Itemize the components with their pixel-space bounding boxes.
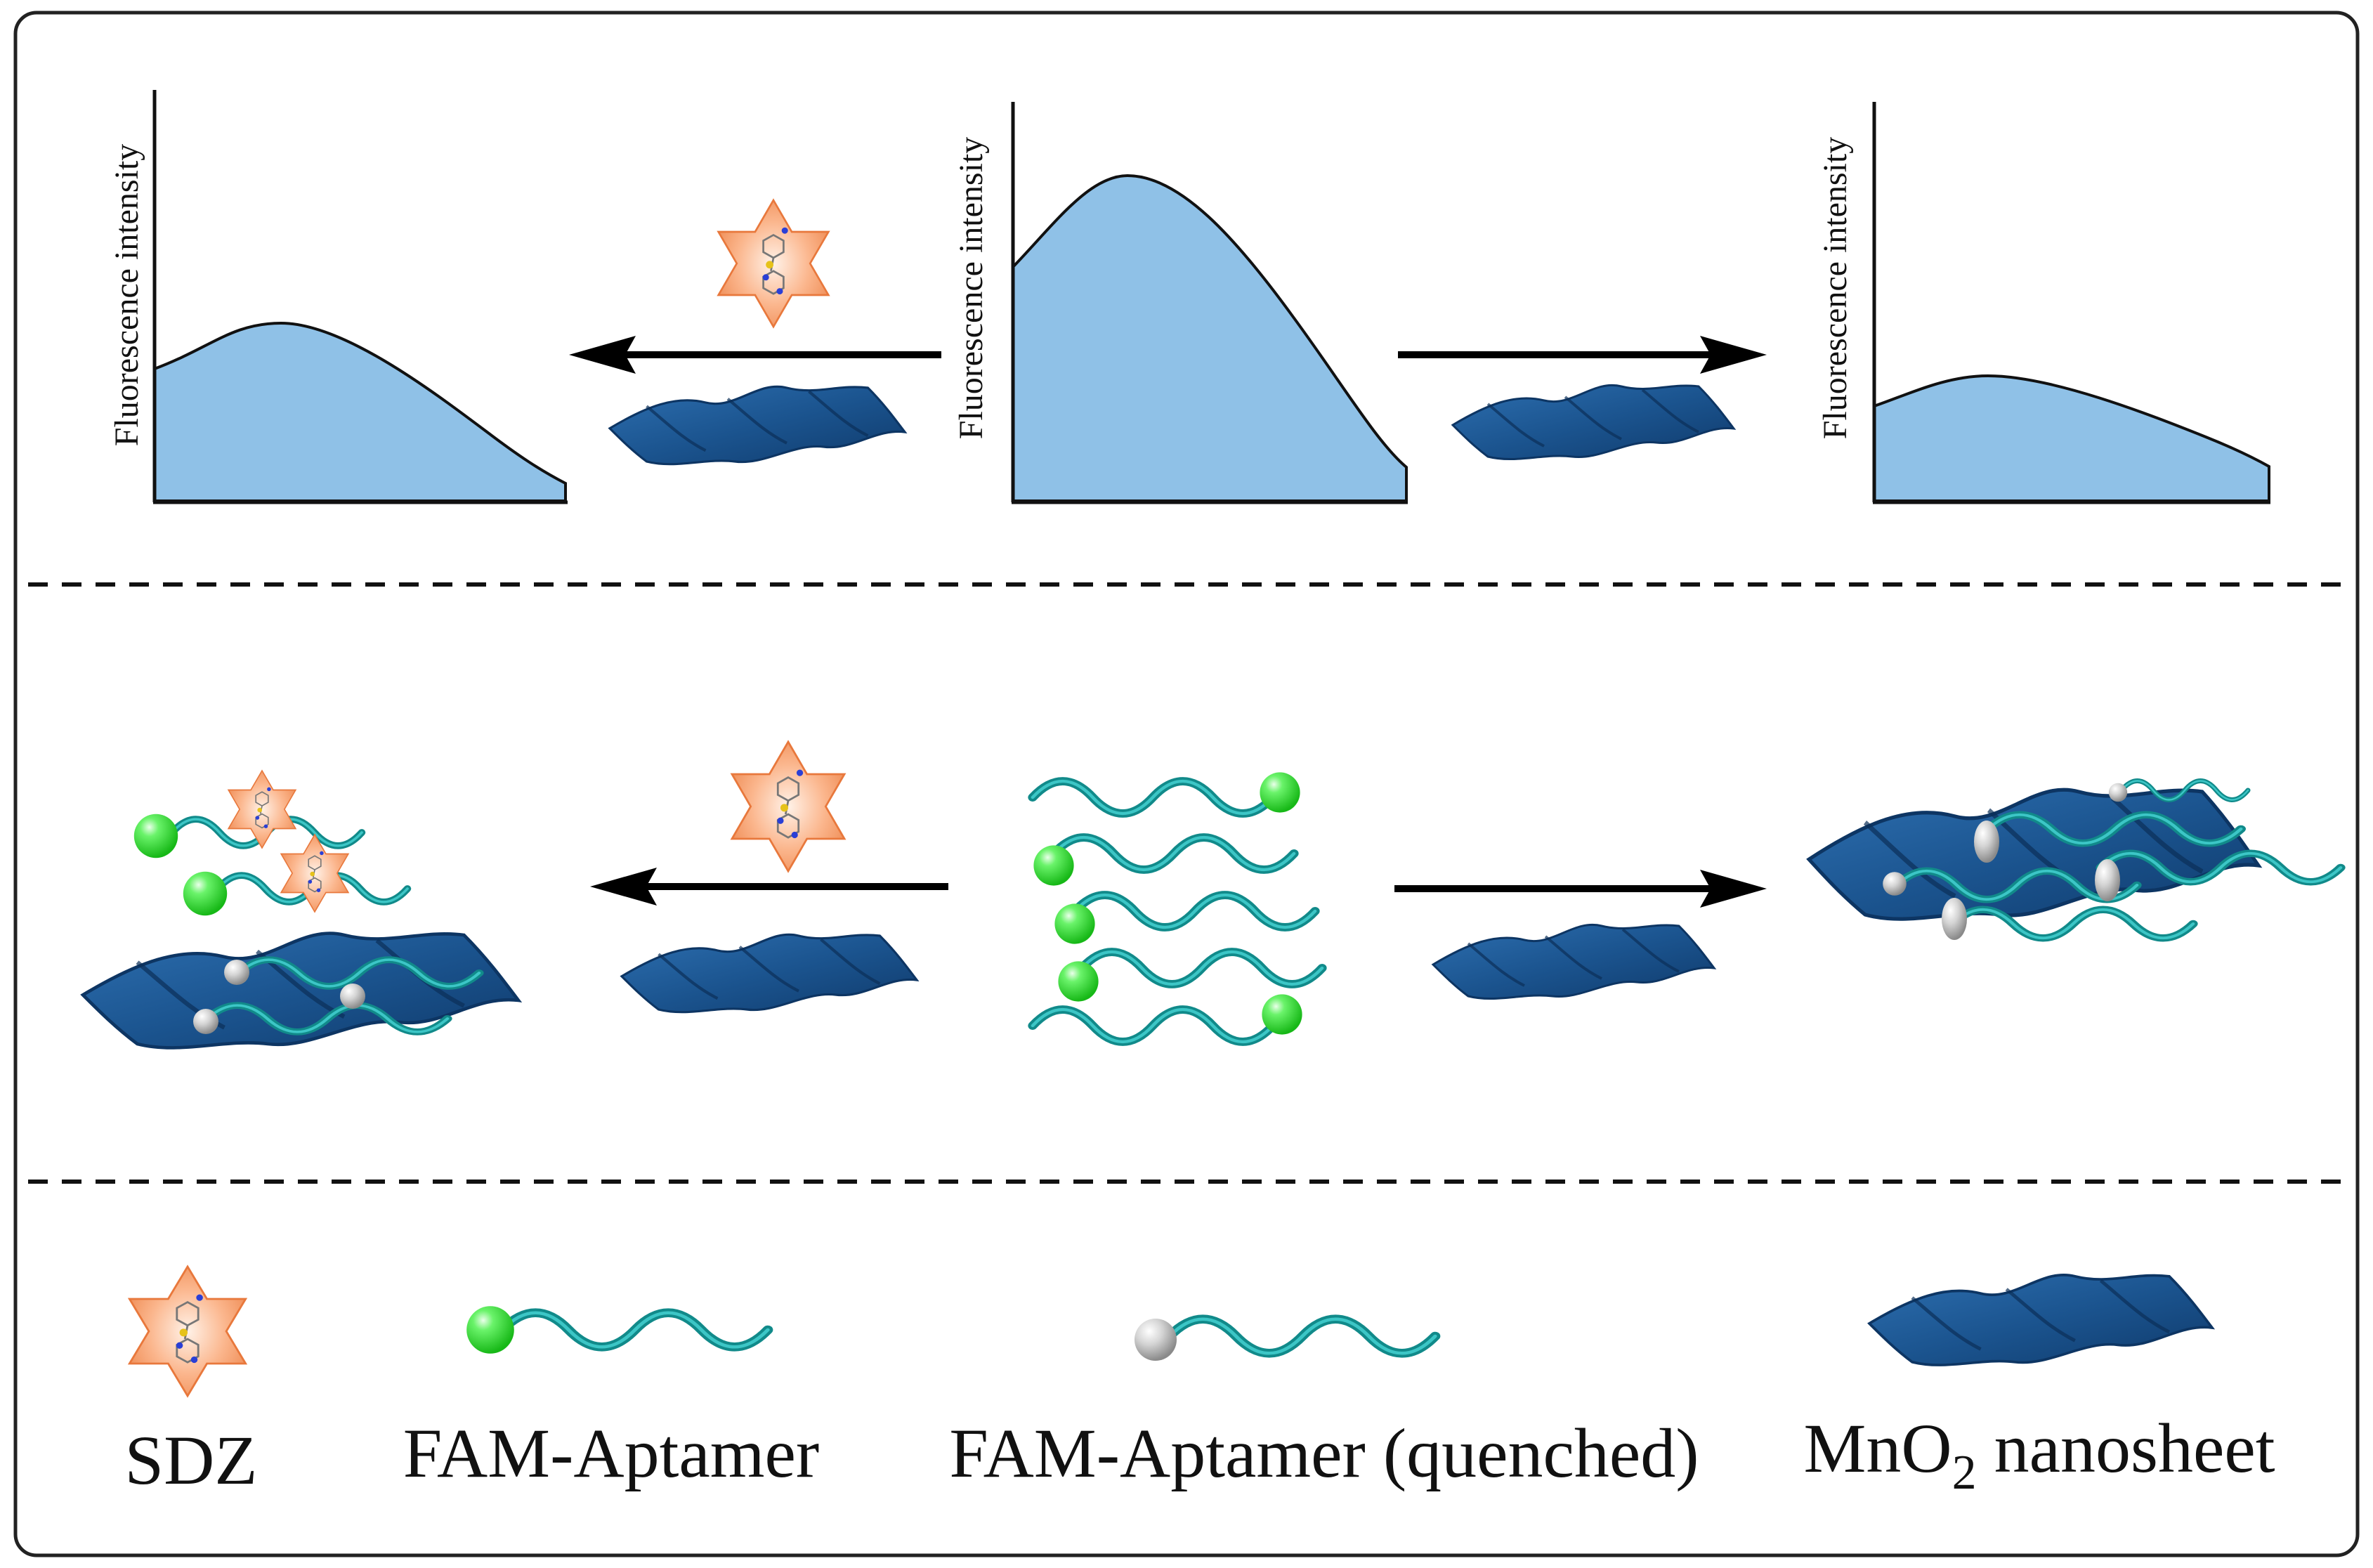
nanosheet-mid-center-left [622,934,917,1012]
aptamer-5-fam [1262,994,1302,1035]
legend-mno2-suffix: nanosheet [1977,1409,2275,1487]
result-sdz-bound [83,770,518,1047]
aptamer-5-strand [1033,1010,1273,1042]
adsorbed-strand-5 [1953,910,2193,939]
quenched-sphere-1 [224,960,249,985]
plot-left: Fluorescence intensity [108,90,568,504]
sdz-star-bound-1 [228,770,296,849]
result-quenched [1809,781,2341,941]
aptamer-3-strand [1075,895,1315,927]
sdz-star-mid [731,740,846,873]
adsorbed-quenched-2 [1974,821,1999,863]
legend-fam-aptamer-quenched-label: FAM-Aptamer (quenched) [949,1414,1699,1492]
legend-fam-aptamer-label: FAM-Aptamer [403,1414,819,1492]
legend-quenched-sphere-icon [1135,1319,1177,1361]
legend-quenched-strand-icon [1170,1319,1435,1354]
outer-frame [13,11,2360,1557]
aptamer-1-strand [1033,781,1273,814]
aptamer-2-fam [1033,845,1074,886]
aptamer-1-fam [1260,772,1300,813]
nanosheet-top-left [610,386,905,464]
legend-sdz-label: SDZ [125,1421,258,1499]
free-aptamers [1033,772,1322,1042]
legend-mno2-prefix: MnO [1804,1409,1952,1487]
mid-arrow-left [590,868,948,906]
plot-left-ylabel: Fluorescence intensity [108,144,145,447]
curve-right [1873,374,2270,502]
quenched-sphere-2 [340,984,365,1009]
mid-arrow-right [1394,870,1767,908]
aptamer-4-fam [1058,961,1099,1002]
curve-center [1012,174,1408,502]
top-arrow-left [569,336,941,374]
legend-nanosheet-icon [1869,1275,2212,1365]
plot-right: Fluorescence intensity [1817,102,2270,504]
fam-sphere-free-1 [133,814,178,858]
adsorbed-quenched-4 [2095,859,2120,901]
legend-mno2-label: MnO2 nanosheet [1804,1409,2275,1500]
adsorbed-quenched-1 [2108,783,2128,802]
nanosheet-mid-right [1809,790,2258,919]
adsorbed-quenched-5 [1942,898,1967,940]
nanosheet-top-right [1451,384,1735,461]
aptamer-2-strand [1054,837,1294,870]
legend-sdz-icon [128,1265,247,1397]
plot-center-ylabel: Fluorescence intensity [953,137,990,440]
legend-mno2-subscript: 2 [1952,1446,1977,1500]
aptamer-4-strand [1082,952,1322,984]
sdz-star-top [717,199,830,328]
legend-fam-sphere-icon [466,1306,514,1354]
nanosheet-mid-center-right [1432,923,1715,1000]
curve-left [153,321,567,502]
legend-fam-strand-icon [502,1313,768,1347]
plot-right-ylabel: Fluorescence intensity [1817,137,1854,440]
quenched-sphere-3 [193,1009,218,1034]
legend: SDZ FAM-Aptamer FAM-Aptamer (quenched) M… [125,1265,2275,1500]
aptamer-3-fam [1054,903,1095,944]
adsorbed-quenched-3 [1883,872,1907,896]
plot-center: Fluorescence intensity [953,102,1408,504]
top-arrow-right [1398,336,1767,374]
fam-sphere-free-2 [183,871,228,916]
